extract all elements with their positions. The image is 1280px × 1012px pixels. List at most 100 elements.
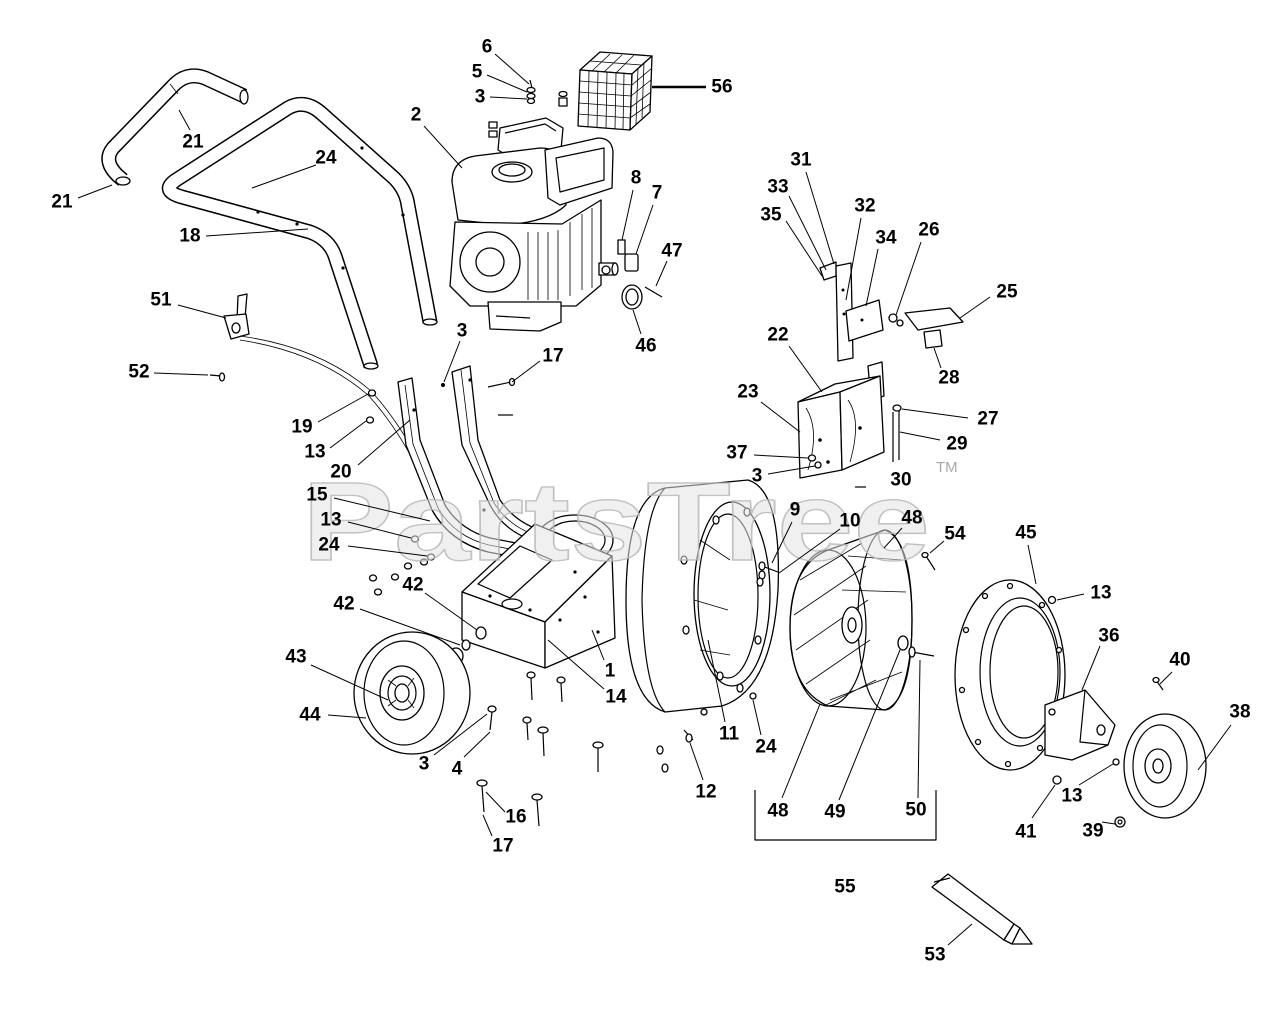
callout-number: 1 — [605, 661, 616, 682]
callout-number: 36 — [1098, 626, 1119, 647]
callout-number: 31 — [790, 150, 812, 171]
callout-number: 13 — [320, 510, 341, 531]
handle-grip-part — [101, 68, 249, 186]
loose-hardware — [365, 389, 779, 827]
leader-line — [463, 731, 491, 758]
callout-number: 39 — [1082, 821, 1103, 842]
leader-line — [359, 608, 461, 646]
leader-line — [865, 248, 879, 307]
throttle-cable — [239, 335, 425, 475]
callout-number: 38 — [1229, 702, 1250, 723]
upper-handle-part — [161, 96, 438, 370]
leader-line — [153, 372, 209, 376]
callout-number: 50 — [905, 800, 926, 821]
leader-line — [785, 220, 823, 277]
callout-number: 56 — [711, 77, 732, 98]
callout-number: 40 — [1169, 650, 1190, 671]
callout-number: 37 — [726, 443, 747, 464]
leader-line — [788, 345, 823, 393]
callout-number: 4 — [452, 759, 463, 780]
leader-line — [1101, 821, 1116, 825]
leader-line — [423, 125, 463, 169]
engine-part — [449, 117, 619, 332]
back-plate-part — [954, 579, 1066, 771]
leader-line — [689, 742, 704, 781]
callout-number: 15 — [306, 485, 328, 506]
callout-number: 42 — [333, 594, 354, 615]
callout-number: 52 — [128, 362, 149, 383]
leader-line — [933, 347, 942, 369]
callout-number: 21 — [51, 192, 73, 213]
leader-line — [482, 814, 493, 837]
callout-number: 6 — [482, 37, 493, 58]
callout-number: 32 — [854, 196, 875, 217]
callout-number: 30 — [890, 470, 911, 491]
callout-number: 41 — [1015, 822, 1037, 843]
callout-number: 48 — [901, 508, 922, 529]
engine-screen-part — [577, 51, 653, 131]
leader-line — [883, 527, 903, 549]
right-wheel-part — [1114, 713, 1207, 828]
callout-number: 49 — [824, 802, 845, 823]
callout-number: 47 — [661, 241, 682, 262]
leader-line — [329, 420, 367, 449]
callout-number: 3 — [752, 466, 763, 487]
grease-tube-part — [931, 873, 1033, 945]
leader-line — [929, 540, 945, 554]
leader-line — [433, 713, 488, 756]
leader-line — [621, 189, 634, 241]
leader-line — [424, 592, 478, 631]
leader-line — [917, 659, 921, 799]
callout-number: 34 — [875, 228, 897, 249]
callout-number: 3 — [457, 321, 468, 342]
callout-number: 33 — [767, 177, 788, 198]
leader-line — [760, 401, 801, 433]
engine-hardware — [488, 79, 663, 310]
leader-line — [1027, 544, 1037, 585]
leader-line — [443, 340, 461, 383]
callout-number: 5 — [472, 62, 483, 83]
leader-line — [317, 393, 369, 423]
deflector-assembly-part — [797, 261, 964, 488]
leader-line — [591, 629, 605, 661]
callout-number: 23 — [737, 382, 758, 403]
leader-line — [77, 184, 113, 199]
leader-line — [486, 74, 528, 93]
callout-number: 45 — [1015, 523, 1037, 544]
throttle-lever-part — [223, 293, 250, 340]
leader-line — [1031, 784, 1056, 819]
callout-number: 24 — [318, 535, 340, 556]
leader-line — [494, 53, 530, 85]
callout-number: 46 — [635, 336, 656, 357]
leader-line — [178, 109, 191, 131]
leader-line — [838, 649, 901, 801]
leader-line — [310, 664, 389, 701]
callout-number: 27 — [977, 409, 998, 430]
leader-line — [1159, 671, 1173, 685]
callout-number: 17 — [492, 836, 513, 857]
callout-number: 9 — [790, 500, 801, 521]
callout-number: 24 — [755, 737, 777, 758]
callout-number: 13 — [1061, 786, 1082, 807]
leader-line — [788, 195, 827, 271]
callout-number: 22 — [767, 325, 788, 346]
leader-line — [547, 639, 605, 690]
leader-line — [177, 304, 227, 319]
callout-number: 8 — [631, 168, 642, 189]
blower-base-part — [448, 514, 616, 669]
callout-number: 53 — [924, 945, 945, 966]
callout-number: 43 — [285, 647, 306, 668]
callout-number: 29 — [946, 434, 967, 455]
callout-number: 25 — [996, 282, 1018, 303]
callout-number: 11 — [719, 724, 740, 745]
watermark: PartsTree TM — [301, 458, 957, 584]
leader-line — [771, 521, 793, 564]
callout-number: 54 — [944, 524, 966, 545]
leader-line — [327, 714, 367, 719]
leader-line — [901, 408, 969, 419]
callout-number: 2 — [411, 105, 422, 126]
leader-line — [205, 228, 309, 237]
watermark-text: PartsTree — [302, 459, 930, 584]
leader-line — [347, 545, 428, 557]
